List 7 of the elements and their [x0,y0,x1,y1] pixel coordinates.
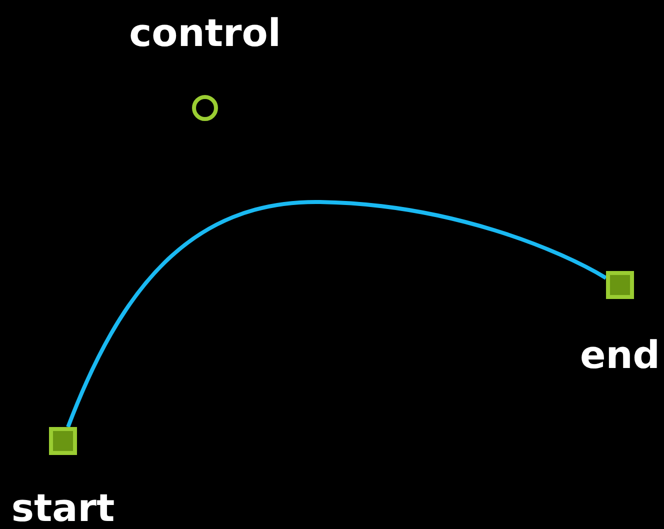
bezier-curve [66,200,607,428]
end-point-marker [49,427,77,455]
control-point-marker [192,95,218,121]
point-label: control [129,14,281,52]
end-point-marker [606,271,634,299]
point-label: start [11,489,115,527]
point-label: end [580,336,660,374]
